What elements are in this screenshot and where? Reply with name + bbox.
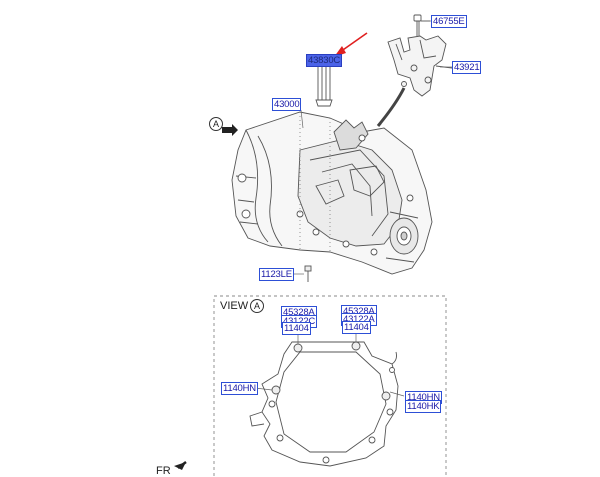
callout-43830c[interactable]: 43830C xyxy=(306,54,343,67)
callout-11404-right[interactable]: 11404 xyxy=(342,321,371,334)
callout-43921[interactable]: 43921 xyxy=(452,61,482,74)
view-a-housing-outline xyxy=(249,341,399,467)
view-a-arrow xyxy=(222,124,238,136)
view-a-title: VIEW xyxy=(220,300,249,312)
callout-1140hn-left[interactable]: 1140HN xyxy=(221,382,258,395)
bracket-43921-drawing xyxy=(376,35,453,127)
fork-43830c-drawing xyxy=(315,64,333,107)
callout-1140hk-right[interactable]: 1140HK xyxy=(405,400,442,413)
bolt-46755e-drawing xyxy=(413,14,430,36)
callout-46755e[interactable]: 46755E xyxy=(431,15,467,28)
fr-arrow xyxy=(174,461,187,470)
view-a-circle-label: A xyxy=(209,117,223,131)
bolt-1123le-drawing xyxy=(304,265,312,282)
callout-43000[interactable]: 43000 xyxy=(272,98,302,111)
view-a-frame xyxy=(213,295,447,476)
callout-1123le[interactable]: 1123LE xyxy=(259,268,294,281)
view-a-title-circle: A xyxy=(250,299,264,313)
fr-label: FR xyxy=(156,465,171,477)
transmission-assembly-drawing xyxy=(231,111,433,275)
callout-11404-left[interactable]: 11404 xyxy=(282,322,311,335)
